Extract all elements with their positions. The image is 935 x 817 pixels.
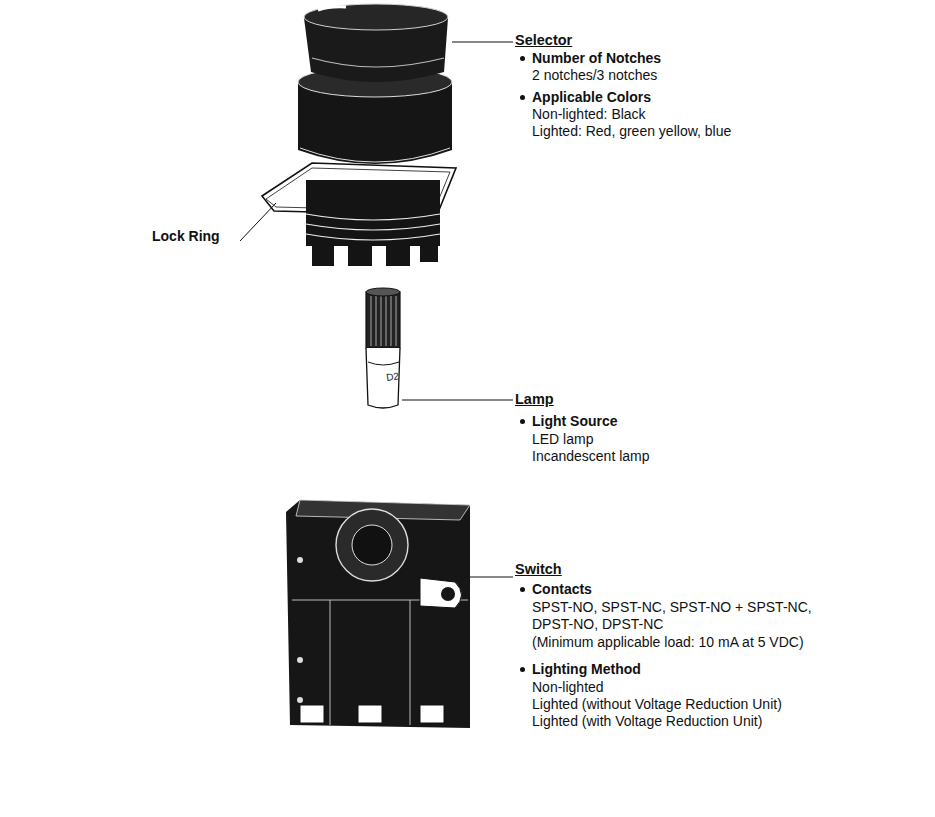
screw xyxy=(297,697,303,703)
spec-heading: Applicable Colors xyxy=(532,89,832,106)
screw xyxy=(297,557,303,563)
spec-heading: Lighting Method xyxy=(532,661,832,678)
leader-line xyxy=(240,203,276,241)
spec-heading: Number of Notches xyxy=(532,50,832,67)
spec-value: 2 notches/3 notches xyxy=(532,67,832,84)
switch-socket xyxy=(336,509,408,581)
lamp-top xyxy=(366,288,400,296)
switch-block xyxy=(286,500,470,728)
lamp-ridges xyxy=(371,296,396,346)
spec-value: Lighted (without Voltage Reduction Unit) xyxy=(532,696,892,713)
spec-note: (Minimum applicable load: 10 mA at 5 VDC… xyxy=(532,634,912,651)
spec-heading: Light Source xyxy=(532,413,832,430)
knob-top xyxy=(304,4,448,30)
part-name: Switch xyxy=(515,561,715,578)
part-name: Lamp xyxy=(515,391,715,408)
screw xyxy=(297,657,303,663)
leader-line xyxy=(452,42,513,43)
leg xyxy=(348,246,372,266)
knob-grip xyxy=(312,58,444,67)
bullet xyxy=(520,667,525,672)
lamp-head xyxy=(366,292,400,348)
leader-line xyxy=(470,577,513,578)
terminal-slot xyxy=(420,705,444,723)
bullet xyxy=(520,419,525,424)
spec-value: Lighted (with Voltage Reduction Unit) xyxy=(532,713,892,730)
threaded-body xyxy=(306,180,440,246)
bullet xyxy=(520,56,525,61)
leader-line xyxy=(402,400,513,401)
spec-value: Lighted: Red, green yellow, blue xyxy=(532,123,852,140)
spec-heading: Contacts xyxy=(532,581,832,598)
thread-lines xyxy=(306,214,440,240)
part-name: Lock Ring xyxy=(152,228,272,245)
spec-value: Non-lighted: Black xyxy=(532,106,832,123)
switch-socket-inner xyxy=(352,525,392,565)
terminal-slot xyxy=(300,705,324,723)
spec-value: LED lamp xyxy=(532,431,832,448)
bullet xyxy=(520,587,525,592)
spec-value: SPST-NO, SPST-NC, SPST-NO + SPST-NC, DPS… xyxy=(532,599,847,633)
spec-value: Incandescent lamp xyxy=(532,448,832,465)
lamp-base-line xyxy=(368,362,399,365)
leg xyxy=(386,246,410,266)
knob-highlight xyxy=(318,7,346,10)
spec-value: Non-lighted xyxy=(532,679,832,696)
terminal-tab xyxy=(420,578,462,608)
leg xyxy=(312,244,334,266)
switch-seams xyxy=(292,600,468,725)
bezel-edge xyxy=(300,148,450,162)
leg xyxy=(420,244,438,262)
terminal-hole xyxy=(441,587,455,601)
terminal-slot xyxy=(358,705,382,723)
bullet xyxy=(520,95,525,100)
part-name: Selector xyxy=(515,32,715,49)
